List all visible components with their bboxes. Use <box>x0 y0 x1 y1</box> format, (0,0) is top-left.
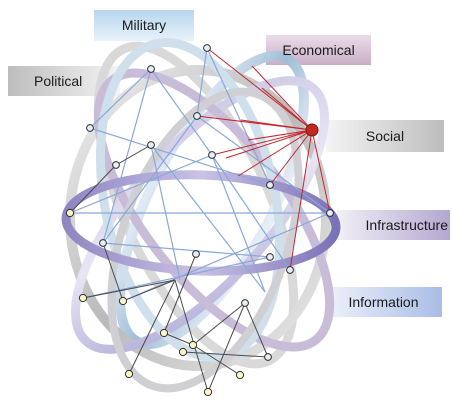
node-military-top <box>203 44 211 52</box>
social-hub-links <box>196 47 331 271</box>
node-yellow <box>235 370 245 380</box>
information-label-box <box>325 287 442 317</box>
node-yellow <box>65 208 75 218</box>
political-label: Political <box>34 73 83 89</box>
dark-links <box>69 144 269 393</box>
node-yellow <box>118 296 128 306</box>
military-label-box <box>94 10 194 41</box>
social-hub-node <box>305 123 319 137</box>
network-nodes <box>65 44 334 397</box>
economical-label: Economical <box>282 42 355 58</box>
infrastructure-label-box <box>337 210 450 240</box>
node-yellow <box>203 387 213 397</box>
information-label: Information <box>348 294 419 310</box>
infrastructure-label: Infrastructure <box>365 217 448 233</box>
node-yellow <box>178 347 188 357</box>
social-label-box <box>326 120 444 152</box>
node-political-top <box>147 65 155 73</box>
node-yellow <box>159 328 169 338</box>
node-yellow <box>78 293 88 303</box>
social-label: Social <box>365 128 405 144</box>
ring-infrastructure <box>61 170 341 276</box>
rings <box>61 38 341 393</box>
node-yellow <box>124 369 134 379</box>
military-label: Military <box>121 17 167 33</box>
node-yellow <box>188 340 198 350</box>
